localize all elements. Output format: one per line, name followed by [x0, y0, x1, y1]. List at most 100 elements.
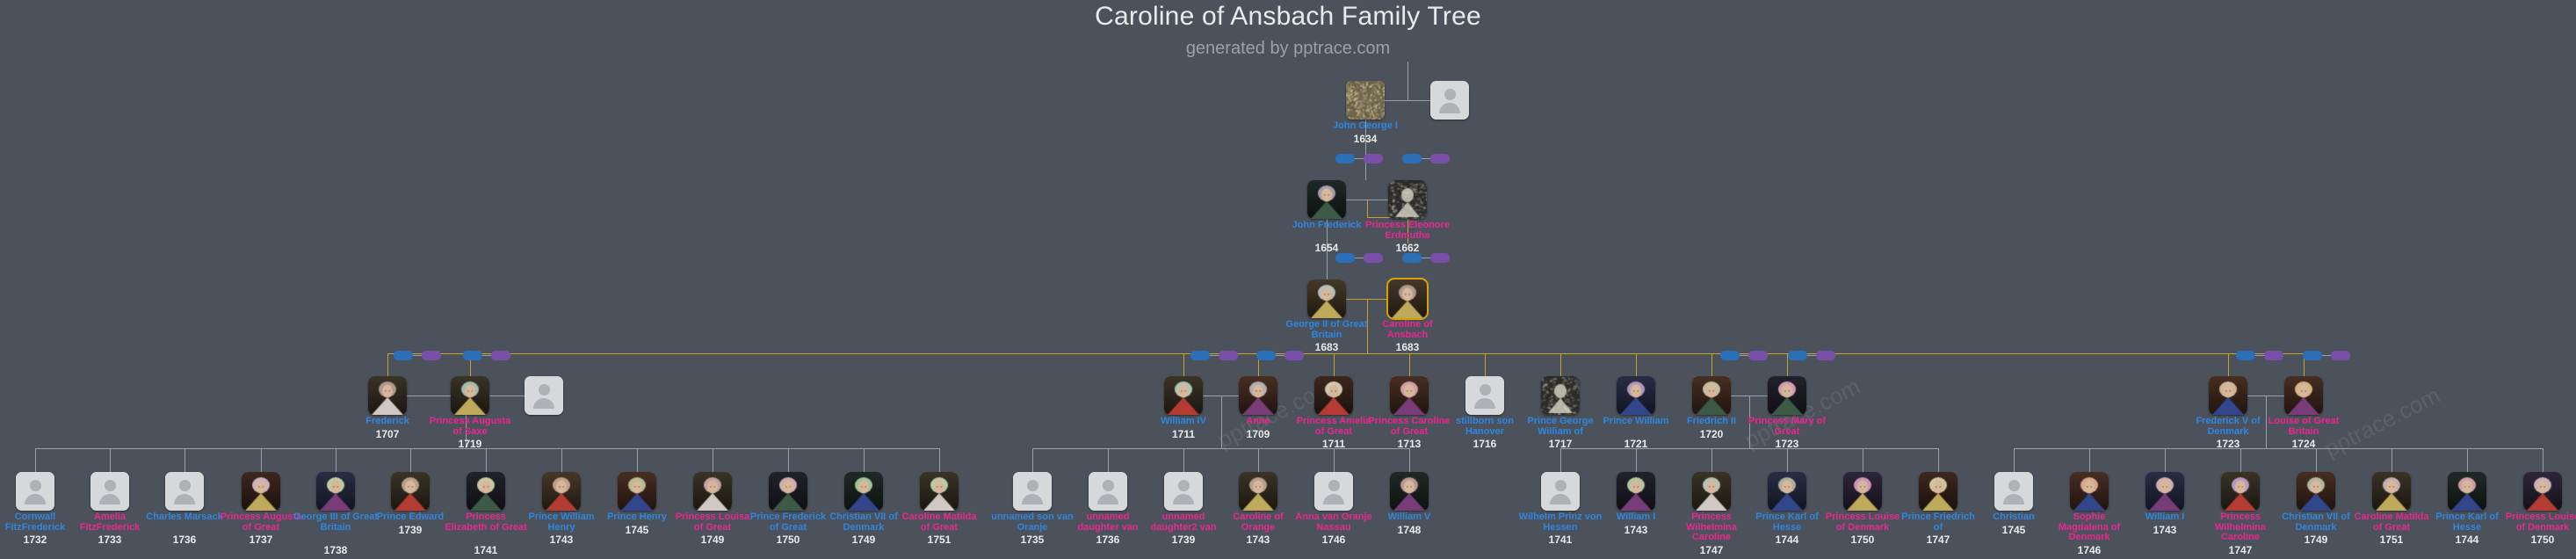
connector-line — [2165, 448, 2166, 472]
person-birth-year: 1634 — [1353, 132, 1378, 145]
person-portrait[interactable] — [2372, 472, 2411, 511]
person-portrait[interactable] — [1390, 472, 1429, 511]
marriage-chip-female[interactable] — [1430, 154, 1450, 163]
person-portrait[interactable] — [2297, 472, 2335, 511]
person-portrait[interactable] — [1994, 472, 2033, 511]
marriage-chip-male[interactable] — [1788, 351, 1807, 360]
marriage-chip-female[interactable] — [1219, 351, 1238, 360]
person-portrait[interactable] — [1089, 472, 1127, 511]
person-portrait[interactable] — [1692, 376, 1731, 415]
person-portrait[interactable] — [525, 376, 563, 415]
person-birth-year: 1750 — [1850, 534, 1875, 546]
person-portrait[interactable] — [467, 472, 505, 511]
person-portrait[interactable] — [2221, 472, 2260, 511]
person-portrait[interactable] — [2523, 472, 2562, 511]
person-portrait[interactable] — [90, 472, 129, 511]
person-portrait[interactable] — [1307, 180, 1346, 219]
person-portrait[interactable] — [1390, 376, 1429, 415]
person-portrait[interactable] — [1919, 472, 1957, 511]
person-portrait[interactable] — [1239, 472, 1277, 511]
connector-line — [1365, 120, 1366, 180]
person-portrait[interactable] — [542, 472, 581, 511]
person-portrait[interactable] — [1307, 280, 1346, 318]
person-portrait[interactable] — [1314, 472, 1353, 511]
person-birth-year: 1741 — [474, 543, 498, 556]
person-portrait[interactable] — [2145, 472, 2184, 511]
marriage-chip-female[interactable] — [2264, 351, 2283, 360]
person-portrait[interactable] — [316, 472, 355, 511]
marriage-chip-female[interactable] — [1364, 154, 1383, 163]
person-portrait[interactable] — [1346, 81, 1385, 120]
person-portrait[interactable] — [1430, 81, 1469, 120]
person-portrait[interactable] — [1843, 472, 1882, 511]
marriage-chip-male[interactable] — [2303, 351, 2322, 360]
portrait-image — [1617, 376, 1655, 415]
connector-line — [410, 448, 411, 472]
marriage-chip-female[interactable] — [2331, 351, 2350, 360]
person-portrait[interactable] — [165, 472, 204, 511]
marriage-chip-female[interactable] — [1284, 351, 1304, 360]
marriage-chip-male[interactable] — [1256, 351, 1276, 360]
marriage-chip-male[interactable] — [1402, 253, 1422, 263]
marriage-chip-female[interactable] — [422, 351, 441, 360]
marriage-chip-male[interactable] — [1335, 253, 1355, 263]
person-birth-year: 1746 — [1321, 534, 1346, 546]
person-placeholder-icon — [1465, 376, 1504, 415]
person-portrait[interactable] — [1541, 472, 1580, 511]
person-birth-year: 1732 — [23, 534, 47, 546]
person-name: Wilhelm Prinz von Hessen — [1518, 512, 1603, 533]
person-portrait[interactable] — [693, 472, 732, 511]
person-portrait[interactable] — [1013, 472, 1052, 511]
marriage-chip-male[interactable] — [1720, 351, 1740, 360]
person-portrait[interactable] — [920, 472, 959, 511]
person-name: stillborn son Hanover — [1456, 416, 1514, 437]
person-portrait[interactable] — [769, 472, 807, 511]
person-portrait[interactable] — [368, 376, 407, 415]
person-portrait[interactable] — [451, 376, 489, 415]
person-portrait[interactable] — [1617, 472, 1655, 511]
portrait-image — [1307, 180, 1346, 219]
person-portrait[interactable] — [2070, 472, 2109, 511]
person-portrait[interactable] — [1388, 280, 1427, 318]
person-portrait[interactable] — [1164, 376, 1203, 415]
person-portrait[interactable] — [1768, 376, 1806, 415]
person-portrait[interactable] — [1239, 376, 1277, 415]
portrait-image — [1239, 376, 1277, 415]
person-portrait[interactable] — [16, 472, 54, 511]
person-portrait[interactable] — [1692, 472, 1731, 511]
person-portrait[interactable] — [1164, 472, 1203, 511]
connector-line — [1485, 353, 1486, 376]
person-birth-year: 1743 — [549, 534, 574, 546]
connector-line — [1367, 299, 1368, 353]
person-portrait[interactable] — [2209, 376, 2247, 415]
marriage-chip-female[interactable] — [1816, 351, 1835, 360]
person-portrait[interactable] — [391, 472, 430, 511]
person-portrait[interactable] — [1314, 376, 1353, 415]
portrait-image — [2372, 472, 2411, 511]
person-portrait[interactable] — [1617, 376, 1655, 415]
marriage-chip-female[interactable] — [1748, 351, 1768, 360]
person-portrait[interactable] — [844, 472, 883, 511]
marriage-chip-female[interactable] — [1364, 253, 1383, 263]
portrait-image — [542, 472, 581, 511]
marriage-chip-male[interactable] — [1190, 351, 1210, 360]
marriage-chip-male[interactable] — [1402, 154, 1422, 163]
portrait-image — [2070, 472, 2109, 511]
marriage-chip-female[interactable] — [491, 351, 510, 360]
person-portrait[interactable] — [242, 472, 280, 511]
marriage-chip-male[interactable] — [2236, 351, 2255, 360]
person-portrait[interactable] — [1768, 472, 1806, 511]
marriage-chip-male[interactable] — [463, 351, 482, 360]
connector-line — [1560, 448, 1561, 472]
connector-line — [1560, 448, 1938, 449]
person-portrait[interactable] — [618, 472, 656, 511]
marriage-chip-male[interactable] — [1335, 154, 1355, 163]
person-birth-year: 1744 — [2455, 534, 2479, 546]
marriage-chip-male[interactable] — [394, 351, 413, 360]
person-portrait[interactable] — [1388, 180, 1427, 219]
person-portrait[interactable] — [1541, 376, 1580, 415]
person-portrait[interactable] — [2448, 472, 2486, 511]
person-portrait[interactable] — [1465, 376, 1504, 415]
person-portrait[interactable] — [2284, 376, 2323, 415]
marriage-chip-female[interactable] — [1430, 253, 1450, 263]
